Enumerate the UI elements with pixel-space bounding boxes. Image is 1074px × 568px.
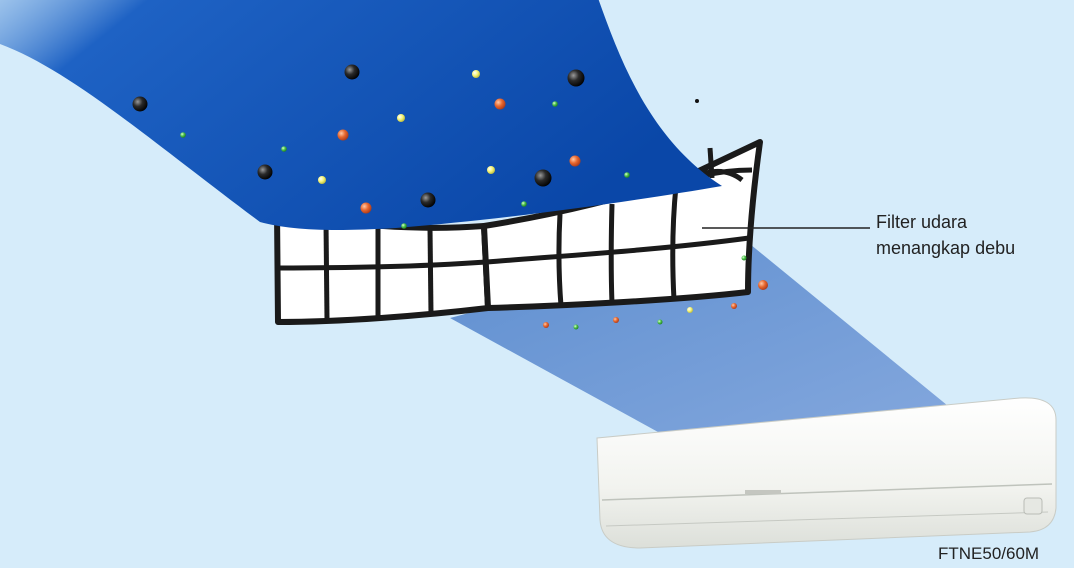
dust-particle-green [574, 325, 579, 330]
dust-particle-green [401, 223, 407, 229]
dust-particle-green [658, 320, 663, 325]
callout-line-2: menangkap debu [876, 235, 1056, 261]
dust-particle-green [742, 256, 747, 261]
callout-line-1: Filter udara [876, 209, 1056, 235]
dust-particle-orange [758, 280, 768, 290]
dust-particle-yellow [397, 114, 405, 122]
dust-particle-orange [570, 156, 581, 167]
dust-particle-yellow [472, 70, 480, 78]
dust-particle-orange [543, 322, 549, 328]
dirty-airflow [0, 0, 722, 230]
dust-particle-black [421, 193, 436, 208]
dust-particle-green [552, 101, 558, 107]
dust-particle-orange [731, 303, 737, 309]
dust-particle-black-small [695, 99, 699, 103]
filter-callout-label: Filter udara menangkap debu [876, 209, 1056, 261]
dust-particle-black [133, 97, 148, 112]
dust-particle-orange [495, 99, 506, 110]
dust-particle-orange [613, 317, 619, 323]
dust-particle-green [281, 146, 287, 152]
dust-particle-green [180, 132, 186, 138]
dust-particle-black [535, 170, 552, 187]
dust-particle-orange [338, 130, 349, 141]
dust-particle-black [568, 70, 585, 87]
dust-particle-green [624, 172, 630, 178]
dust-particle-green [521, 201, 527, 207]
dust-particle-yellow [487, 166, 495, 174]
dust-particle-yellow [687, 307, 693, 313]
dust-particle-yellow [318, 176, 326, 184]
model-name: FTNE50/60M [938, 541, 1039, 567]
dust-particle-black [258, 165, 273, 180]
dust-particle-orange [361, 203, 372, 214]
dust-particle-black [345, 65, 360, 80]
